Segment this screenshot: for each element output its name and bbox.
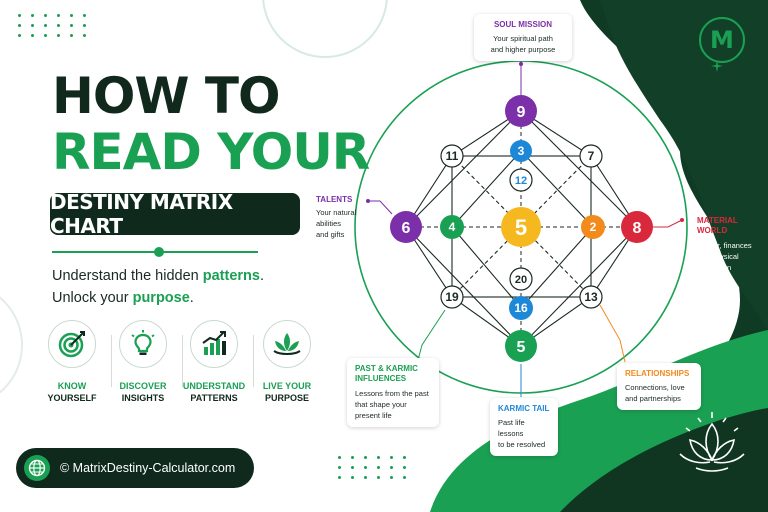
- tagline-highlight: patterns: [202, 268, 260, 284]
- dot-pattern: [18, 14, 89, 37]
- footer-website[interactable]: © MatrixDestiny-Calculator.com: [16, 448, 254, 488]
- node-inner-right: 2: [590, 220, 597, 234]
- matrix-node-labels: 9 6 8 5 11 7 19 13 3 4 2 16 12 20 5: [402, 104, 642, 356]
- lotus-icon: [273, 333, 301, 355]
- node-mid-top: 12: [515, 175, 527, 187]
- node-top-right: 7: [588, 149, 595, 163]
- feature-separator: [182, 335, 183, 387]
- sparkle-icon: [711, 60, 723, 72]
- tagline-highlight: purpose: [132, 290, 190, 306]
- brand-logo: M: [699, 17, 745, 63]
- node-top-left: 11: [446, 149, 459, 163]
- callout-connectors: [366, 60, 684, 397]
- target-icon: [58, 331, 85, 358]
- tagline: Understand the hidden patterns. Unlock y…: [52, 268, 264, 306]
- divider-dot: [154, 247, 164, 257]
- dot-pattern: [338, 456, 409, 479]
- node-top: 9: [517, 104, 526, 121]
- node-inner-left: 4: [449, 220, 456, 234]
- lightbulb-icon: [131, 330, 155, 355]
- node-inner-top: 3: [518, 144, 525, 158]
- callout-relationships: RELATIONSHIPS Connections, love and part…: [617, 363, 701, 410]
- callout-soul-mission: SOUL MISSION Your spiritual path and hig…: [474, 14, 572, 61]
- globe-icon: [24, 455, 50, 481]
- node-left: 6: [402, 220, 411, 237]
- footer-text: © MatrixDestiny-Calculator.com: [60, 461, 236, 475]
- feature-live-your-purpose: LIVE YOUR PURPOSE: [252, 320, 322, 404]
- node-bottom-left: 19: [445, 290, 459, 304]
- feature-understand-patterns: UNDERSTAND PATTERNS: [179, 320, 249, 404]
- feature-know-yourself: KNOW YOURSELF: [37, 320, 107, 404]
- feature-discover-insights: DISCOVER INSIGHTS: [108, 320, 178, 404]
- node-right: 8: [633, 220, 642, 237]
- logo-letter: M: [710, 26, 734, 54]
- title-line-1: HOW TO: [52, 67, 281, 125]
- title-line-2: READ YOUR: [52, 123, 370, 181]
- node-mid-bottom: 20: [515, 274, 527, 286]
- callout-material-world: MATERIAL WORLD Career, finances and phys…: [697, 216, 752, 272]
- callout-talents: TALENTS Your natural abilities and gifts: [316, 195, 357, 239]
- lotus-decoration-icon: [679, 412, 745, 472]
- feature-separator: [111, 335, 112, 387]
- matrix-nodes: [390, 95, 653, 362]
- callout-karmic-tail: KARMIC TAIL Past life lessons to be reso…: [490, 398, 558, 456]
- feature-separator: [253, 335, 254, 387]
- bar-chart-icon: [202, 331, 226, 355]
- node-bottom-right: 13: [584, 290, 598, 304]
- callout-past-karmic-influences: PAST & KARMIC INFLUENCES Lessons from th…: [347, 358, 439, 427]
- node-bottom: 5: [517, 339, 526, 356]
- title-pill: DESTINY MATRIX CHART: [50, 190, 300, 238]
- node-inner-bottom: 16: [514, 301, 528, 315]
- node-center: 5: [515, 215, 527, 240]
